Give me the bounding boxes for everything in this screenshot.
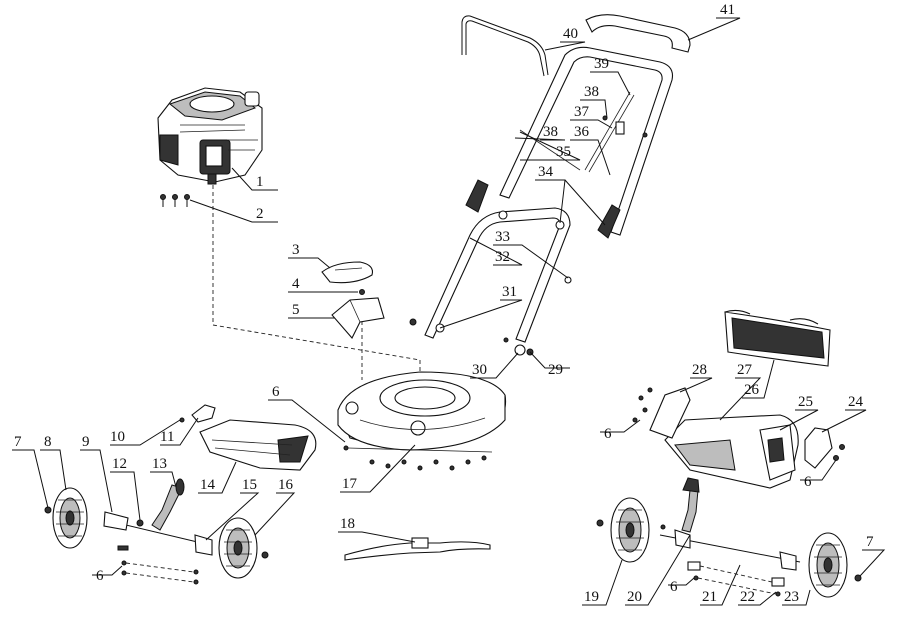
grass-bag-fabric: [724, 309, 831, 367]
callout-15: 15: [242, 477, 257, 493]
callout-26: 26: [744, 382, 760, 398]
wheel-nut-right-rear: [854, 574, 862, 582]
callout-24: 24: [848, 394, 864, 410]
callout-6-rear-axle: 6: [670, 579, 678, 595]
callout-22: 22: [740, 589, 755, 605]
callout-18: 18: [340, 516, 355, 532]
front-axle-left: [103, 478, 213, 556]
engine: [157, 87, 263, 185]
callout-6-rear-bracket: 6: [604, 426, 612, 442]
callout-2: 2: [256, 206, 264, 222]
blade: [344, 537, 491, 561]
callout-8: 8: [44, 434, 52, 450]
rear-bracket-left: [632, 387, 691, 439]
callout-4: 4: [292, 276, 300, 292]
rear-bracket-right: [804, 427, 845, 469]
axle-bolts-left: [121, 560, 199, 585]
callout-36: 36: [574, 124, 590, 140]
callout-3: 3: [292, 242, 300, 258]
callout-32: 32: [495, 249, 510, 265]
chute-cover: [331, 297, 385, 339]
callout-6-front-axle: 6: [96, 568, 104, 584]
control-cables: [519, 91, 648, 173]
rear-left-wheel: [610, 497, 650, 563]
callout-29: 29: [548, 362, 563, 378]
leader-lines: [12, 17, 886, 606]
handle-grip: [585, 14, 691, 53]
bail-bar: [461, 15, 549, 77]
callout-38-lower: 38: [543, 124, 558, 140]
callout-20: 20: [627, 589, 642, 605]
callout-13: 13: [152, 456, 167, 472]
callout-14: 14: [200, 477, 216, 493]
front-right-wheel: [218, 517, 258, 579]
handle-clamp-levers: [465, 179, 621, 239]
callout-10: 10: [110, 429, 125, 445]
callout-25: 25: [798, 394, 813, 410]
callout-17: 17: [342, 476, 358, 492]
callout-labels: 1 2 3 4 5 6 6 6 6 6 7 7 8 9 10 11 12 13 …: [14, 2, 874, 605]
callout-7-front: 7: [14, 434, 22, 450]
callout-28: 28: [692, 362, 707, 378]
callout-21: 21: [702, 589, 717, 605]
callout-1: 1: [256, 174, 264, 190]
callout-37: 37: [574, 104, 590, 120]
rear-guard: [199, 419, 317, 471]
callout-38-upper: 38: [584, 84, 599, 100]
front-left-wheel: [52, 487, 88, 549]
engine-bolts: [160, 194, 190, 207]
callout-27: 27: [737, 362, 753, 378]
callout-6-deck: 6: [272, 384, 280, 400]
callout-23: 23: [784, 589, 799, 605]
callout-11: 11: [160, 429, 174, 445]
wheel-nut-left-rear: [596, 519, 604, 527]
rear-right-wheel: [808, 532, 848, 598]
cover-screw: [359, 289, 365, 295]
callout-12: 12: [112, 456, 127, 472]
callout-9: 9: [82, 434, 90, 450]
height-bracket-left: [179, 404, 216, 423]
lower-handle: [424, 207, 571, 343]
rear-frame: [664, 414, 799, 489]
callout-30: 30: [472, 362, 487, 378]
mower-deck: [337, 371, 507, 451]
callout-16: 16: [278, 477, 294, 493]
deck-bolts: [343, 445, 493, 471]
wheel-nut-right-front: [261, 551, 269, 559]
callout-33: 33: [495, 229, 510, 245]
rear-axle: [659, 477, 801, 571]
callout-7-rear: 7: [866, 534, 874, 550]
callout-31: 31: [502, 284, 517, 300]
callout-40: 40: [563, 26, 578, 42]
callout-6-rear-right: 6: [804, 474, 812, 490]
callout-34: 34: [538, 164, 554, 180]
callout-41: 41: [720, 2, 735, 18]
upper-handle: [499, 46, 674, 236]
handle-knob-cover: [321, 261, 374, 284]
callout-19: 19: [584, 589, 599, 605]
callout-39: 39: [594, 56, 609, 72]
callout-35: 35: [556, 144, 571, 160]
callout-5: 5: [292, 302, 300, 318]
